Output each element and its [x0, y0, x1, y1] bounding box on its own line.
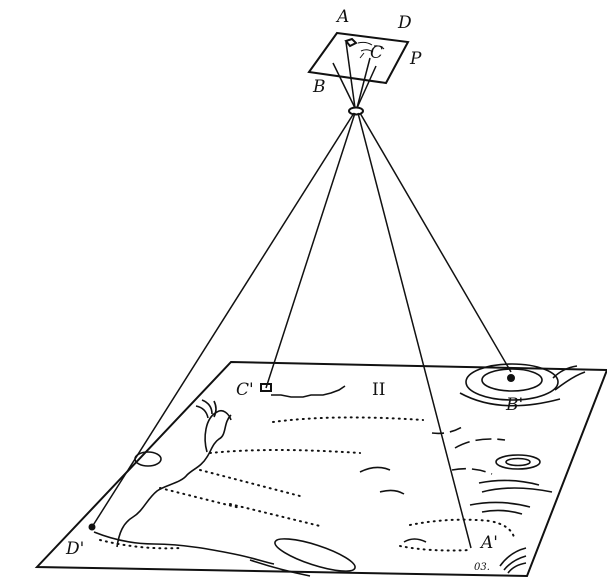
label-point-c-prime: C'	[236, 380, 254, 400]
label-plane-ii: II	[372, 380, 385, 400]
label-point-d-prime: D'	[65, 539, 84, 559]
label-point-c: C	[370, 43, 383, 63]
label-point-a-prime: A'	[479, 533, 498, 553]
photo-plate	[309, 33, 408, 83]
point-d-prime-marker	[89, 524, 96, 531]
label-corner-marker: 03.	[474, 562, 490, 573]
point-b-prime-marker	[507, 374, 515, 382]
projection-rays	[92, 113, 511, 548]
label-point-p: P	[409, 49, 422, 69]
label-point-a: A	[335, 7, 349, 27]
label-point-d: D	[397, 13, 412, 33]
dotted-areas	[100, 417, 514, 550]
label-point-b-prime: B'	[505, 395, 523, 415]
label-point-b: B	[312, 77, 326, 97]
